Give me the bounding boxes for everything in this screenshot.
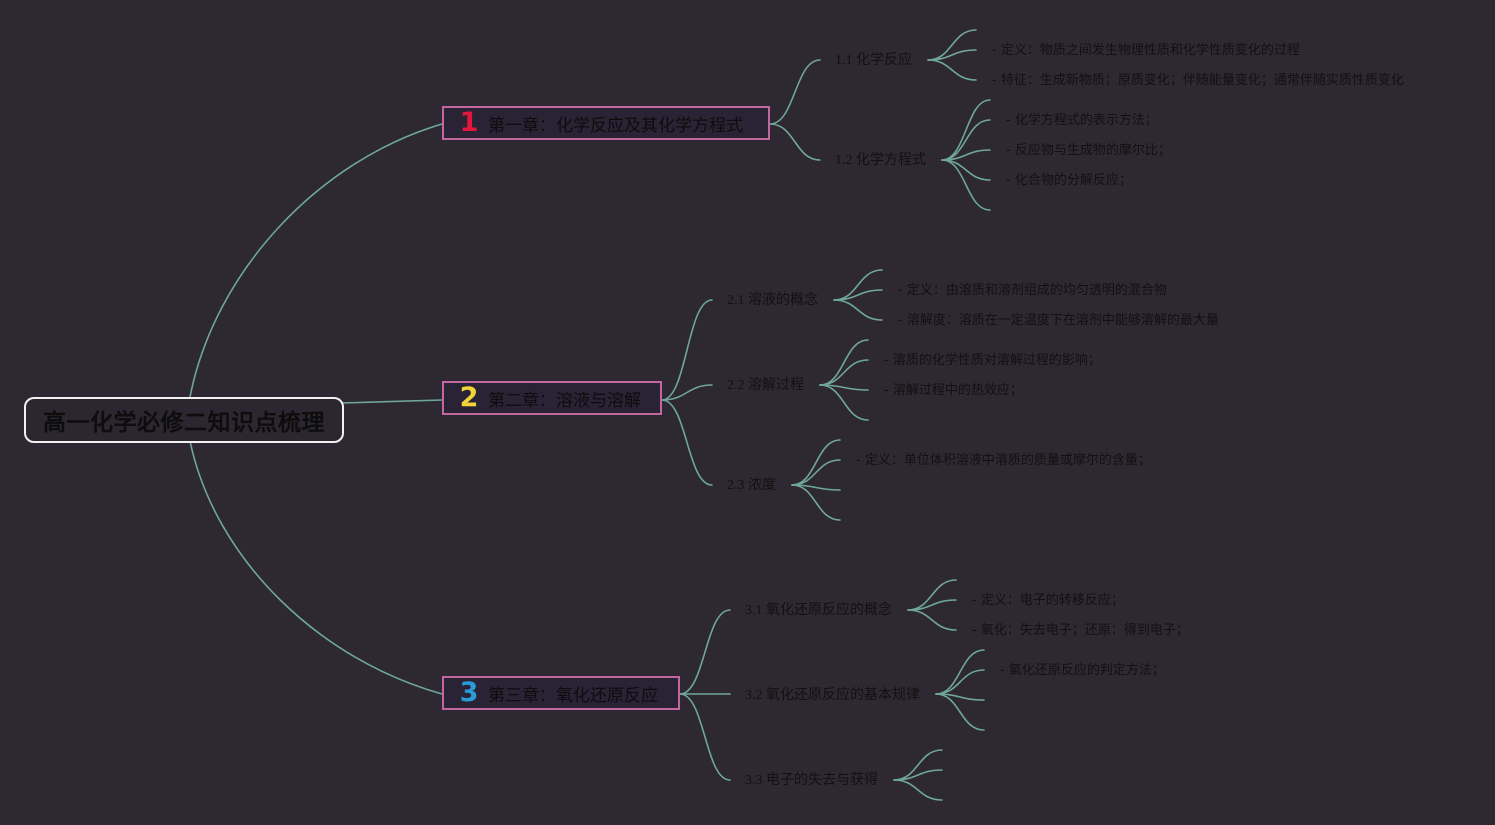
root-to-chapter-1-line (189, 123, 443, 398)
section-3-3[interactable]: 3.3 电子的失去与获得 (745, 773, 878, 788)
chapter-1-label: 第一章：化学反应及其化学方程式 (488, 115, 743, 136)
section-2-2-fan-line-4 (819, 384, 869, 421)
leaf-3-1-1[interactable]: - 定义：电子的转移反应； (972, 593, 1124, 608)
leaf-3-1-2[interactable]: - 氧化：失去电子；还原：得到电子； (972, 623, 1189, 638)
leaf-1-1-1[interactable]: - 定义：物质之间发生物理性质和化学性质变化的过程 (992, 43, 1300, 58)
chapter-3-number: 3 (459, 677, 479, 708)
chapter-1-to-section-1-1-line (769, 59, 821, 125)
leaf-1-2-2[interactable]: - 反应物与生成物的摩尔比； (1006, 143, 1171, 158)
leaf-1-2-1[interactable]: - 化学方程式的表示方法； (1006, 113, 1158, 128)
chapter-2-to-section-2-1-line (661, 299, 713, 401)
section-2-3-fan-line-1 (791, 439, 841, 486)
leaf-1-2-3[interactable]: - 化合物的分解反应； (1006, 173, 1132, 188)
root-to-chapter-3-line (189, 440, 443, 695)
section-1-2-fan-line-2 (941, 119, 991, 161)
leaf-1-1-2[interactable]: - 特征：生成新物质；原质变化；伴随能量变化；通常伴随实质性质变化 (992, 73, 1404, 88)
section-2-3-fan-line-2 (791, 459, 841, 486)
leaf-3-2-1[interactable]: - 氧化还原反应的判定方法； (1000, 663, 1165, 678)
section-3-2[interactable]: 3.2 氧化还原反应的基本规律 (745, 688, 920, 703)
chapter-2-number: 2 (459, 382, 479, 413)
chapter-3-to-section-3-1-line (679, 609, 731, 695)
section-2-2-fan-line-2 (819, 359, 869, 386)
section-3-2-fan-line-2 (935, 669, 985, 695)
chapter-3[interactable]: 3 第三章：氧化还原反应 (442, 676, 680, 710)
chapter-1-to-section-1-2-line (769, 123, 821, 161)
root-title: 高一化学必修二知识点梳理 (43, 410, 325, 436)
section-2-1-fan-line-3 (833, 299, 883, 321)
section-2-1[interactable]: 2.1 溶液的概念 (727, 293, 818, 308)
section-3-2-fan-line-1 (935, 649, 985, 695)
chapter-3-to-section-3-3-line (679, 693, 731, 781)
chapter-2-to-section-2-2-line (661, 384, 713, 401)
chapter-2-label: 第二章：溶液与溶解 (488, 390, 641, 411)
leaf-2-2-1[interactable]: - 溶质的化学性质对溶解过程的影响； (884, 353, 1101, 368)
section-3-1[interactable]: 3.1 氧化还原反应的概念 (745, 603, 892, 618)
leaf-2-1-2[interactable]: - 溶解度：溶质在一定温度下在溶剂中能够溶解的最大量 (898, 313, 1219, 328)
chapter-2-to-section-2-3-line (661, 399, 713, 486)
section-1-1[interactable]: 1.1 化学反应 (835, 53, 912, 68)
section-2-3-fan-line-4 (791, 484, 841, 521)
leaf-2-3-1[interactable]: - 定义：单位体积溶液中溶质的质量或摩尔的含量； (856, 453, 1151, 468)
chapter-1[interactable]: 1 第一章：化学反应及其化学方程式 (442, 106, 770, 140)
section-1-2[interactable]: 1.2 化学方程式 (835, 153, 926, 168)
section-3-2-fan-line-4 (935, 693, 985, 731)
section-2-2-fan-line-1 (819, 339, 869, 386)
chapter-3-label: 第三章：氧化还原反应 (488, 685, 658, 706)
section-1-2-fan-line-4 (941, 159, 991, 181)
leaf-2-1-1[interactable]: - 定义：由溶质和溶剂组成的均匀透明的混合物 (898, 283, 1167, 298)
section-1-2-fan-line-5 (941, 159, 991, 211)
chapter-1-number: 1 (459, 107, 479, 138)
section-3-1-fan-line-3 (907, 609, 957, 631)
root-topic[interactable]: 高一化学必修二知识点梳理 (24, 397, 344, 443)
section-3-3-fan-line-3 (893, 779, 943, 801)
leaf-2-2-2[interactable]: - 溶解过程中的热效应； (884, 383, 1023, 398)
chapter-2[interactable]: 2 第二章：溶液与溶解 (442, 381, 662, 415)
section-1-1-fan-line-3 (927, 59, 977, 81)
root-to-chapter-2-line (341, 399, 443, 404)
section-2-2[interactable]: 2.2 溶解过程 (727, 378, 804, 393)
section-2-3[interactable]: 2.3 浓度 (727, 478, 776, 493)
